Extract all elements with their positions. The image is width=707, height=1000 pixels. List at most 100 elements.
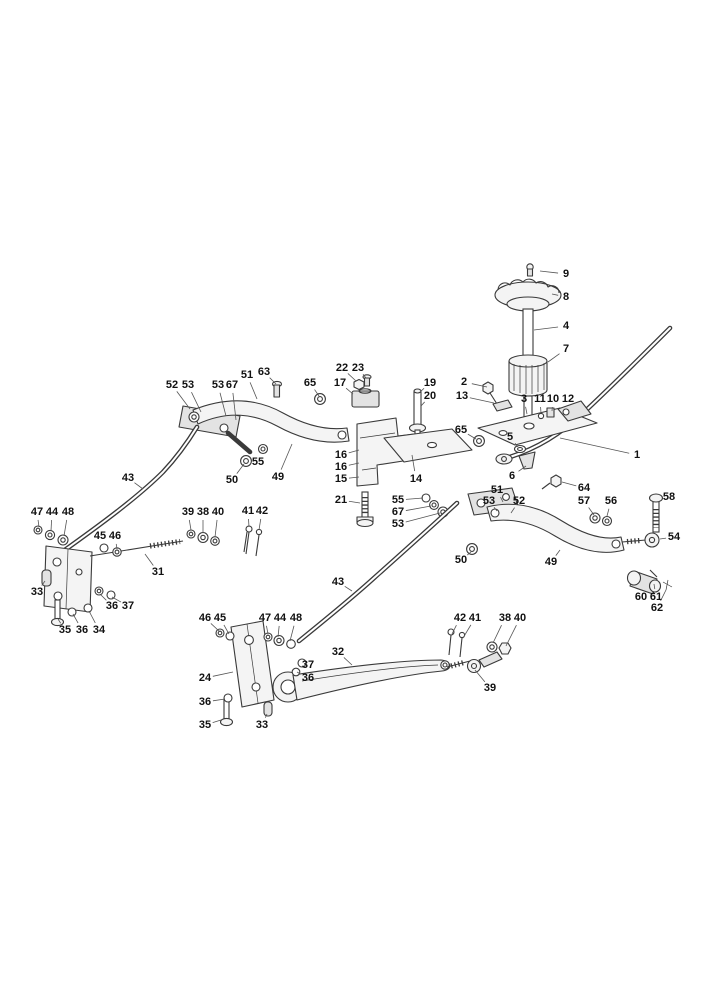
right-lever-assembly (466, 487, 664, 555)
bottom-lever-assembly (215, 620, 512, 727)
leader-line (539, 270, 559, 274)
part-number-label: 10 (547, 393, 559, 405)
leader-line (212, 671, 234, 677)
part-number-label: 12 (562, 393, 574, 405)
leader-line (547, 353, 560, 363)
leader-line (280, 443, 293, 470)
leader-line (348, 449, 360, 454)
leader-line (269, 377, 277, 385)
leader-line (405, 505, 432, 511)
part-number-label: 48 (62, 506, 74, 518)
part-number-label: 16 (335, 461, 347, 473)
part-number-label: 14 (410, 473, 423, 485)
part-number-label: 40 (514, 612, 526, 624)
part-number-label: 37 (122, 600, 134, 612)
leader-line (212, 719, 222, 723)
leader-line (63, 519, 68, 537)
leader-line (518, 465, 527, 472)
part-number-label: 46 (109, 530, 121, 542)
leader-line (347, 373, 357, 382)
leader-line (115, 543, 118, 550)
leader-line (289, 625, 295, 642)
part-number-label: 52 (513, 495, 525, 507)
leader-line (277, 625, 280, 638)
leader-line (514, 442, 519, 448)
part-number-label: 23 (352, 362, 364, 374)
part-number-label: 39 (484, 682, 496, 694)
leader-line (57, 618, 62, 624)
part-number-label: 33 (256, 719, 268, 731)
part-number-label: 62 (651, 602, 663, 614)
leader-line (343, 657, 353, 666)
leader-line (134, 482, 144, 490)
part-number-label: 36 (199, 696, 211, 708)
part-number-label: 9 (563, 268, 569, 280)
part-number-label: 55 (252, 456, 264, 468)
part-number-label: 6 (509, 470, 515, 482)
leader-line (466, 551, 472, 556)
part-number-label: 16 (335, 449, 347, 461)
leader-line (419, 388, 425, 393)
leader-line (176, 391, 191, 410)
part-number-label: 38 (499, 612, 511, 624)
part-number-label: 51 (241, 369, 253, 381)
part-number-label: 36 (106, 600, 118, 612)
part-number-label: 45 (214, 612, 226, 624)
part-number-label: 53 (212, 379, 224, 391)
leader-line (462, 624, 472, 639)
leader-line (264, 713, 268, 718)
part-number-label: 40 (212, 506, 224, 518)
leader-line (266, 625, 269, 635)
part-number-label: 49 (545, 556, 557, 568)
leader-line (99, 593, 107, 601)
leader-line (551, 293, 559, 296)
part-number-label: 39 (182, 506, 194, 518)
part-number-label: 56 (605, 495, 617, 507)
leader-line (348, 476, 360, 479)
leader-line (232, 392, 237, 421)
part-number-label: 47 (31, 506, 43, 518)
part-number-label: 13 (456, 390, 468, 402)
part-number-label: 21 (335, 494, 347, 506)
part-number-label: 44 (274, 612, 287, 624)
part-number-label: 67 (392, 506, 404, 518)
part-number-label: 48 (290, 612, 302, 624)
center-bracket-assembly (356, 388, 485, 528)
leader-line (191, 392, 202, 413)
part-number-label: 4 (563, 320, 570, 332)
leader-line (660, 589, 667, 602)
leader-line (210, 623, 220, 632)
leader-line (249, 382, 258, 400)
part-number-label: 42 (256, 505, 268, 517)
leader-line (469, 397, 495, 404)
part-number-label: 58 (663, 491, 675, 503)
leader-line (348, 462, 360, 466)
leader-line (505, 624, 517, 647)
part-number-label: 37 (302, 659, 314, 671)
leader-line (258, 518, 262, 531)
leader-line (111, 596, 122, 603)
leader-line (474, 669, 486, 683)
leader-line (420, 401, 425, 407)
part-number-label: 20 (424, 390, 436, 402)
leader-line (248, 518, 250, 528)
part-number-label: 57 (578, 495, 590, 507)
part-number-label: 65 (304, 377, 316, 389)
leader-line (50, 519, 52, 532)
part-number-label: 63 (258, 366, 270, 378)
part-number-label: 53 (392, 518, 404, 530)
part-number-label: 2 (461, 376, 467, 388)
hand-knob-assembly (494, 263, 562, 419)
leader-line (405, 512, 441, 523)
part-number-label: 36 (76, 624, 88, 636)
part-number-label: 54 (668, 531, 681, 543)
part-number-label: 61 (650, 591, 662, 603)
leader-line (659, 537, 667, 540)
part-number-label: 44 (46, 506, 59, 518)
leader-line (510, 507, 515, 514)
part-number-label: 42 (454, 612, 466, 624)
part-number-label: 51 (491, 484, 503, 496)
left-adjuster-assembly (33, 525, 263, 627)
mount-bracket-assembly (477, 381, 598, 490)
